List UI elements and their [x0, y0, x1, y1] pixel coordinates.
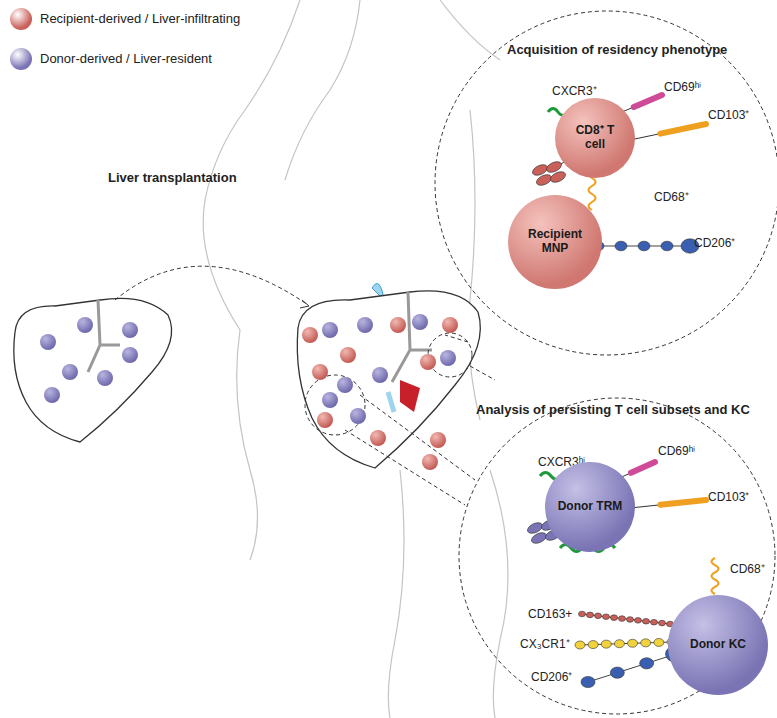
heading: Acquisition of residency phenotype	[507, 42, 727, 58]
arrow-head	[300, 300, 309, 308]
cell-name: Donor TRM	[558, 500, 623, 514]
marker-label: CX₃CR1⁺	[520, 637, 570, 651]
marker-label: CD69ʰⁱ	[664, 80, 701, 94]
heading: Analysis of persisting T cell subsets an…	[476, 402, 750, 418]
marker-label: CD68⁺	[730, 562, 765, 576]
cell-dots	[40, 314, 458, 470]
marker-label: CD68⁺	[654, 190, 689, 204]
cell-circle: Donor TRM	[545, 462, 635, 552]
cell-name: Donor KC	[690, 638, 746, 652]
heading: Liver transplantation	[108, 170, 237, 186]
marker-label: CD206⁺	[531, 670, 572, 684]
marker-label: CD206⁺	[694, 236, 735, 250]
marker-label: CD103⁺	[708, 108, 749, 122]
legend-swatch	[10, 8, 32, 30]
marker-label: CXCR3⁺	[552, 84, 597, 98]
legend-text: Donor-derived / Liver-resident	[40, 51, 212, 66]
marker-label: CD163+	[528, 607, 572, 621]
cell-circle: Donor KC	[668, 595, 768, 695]
receptors	[526, 95, 719, 688]
cell-name: CD8⁺ T cell	[565, 124, 625, 152]
marker-label: CD69ʰⁱ	[658, 444, 695, 458]
transplanted-liver	[297, 284, 480, 468]
cell-circle: CD8⁺ T cell	[555, 98, 635, 178]
cell-name: Recipient MNP	[520, 228, 591, 256]
marker-label: CD103⁺	[708, 490, 749, 504]
cell-circle: Recipient MNP	[508, 195, 602, 289]
legend-text: Recipient-derived / Liver-infiltrating	[40, 11, 240, 26]
body-outline	[203, 0, 508, 718]
donor-liver	[14, 298, 172, 442]
zoom-circles	[305, 11, 777, 714]
transplant-arrow	[115, 266, 308, 305]
legend-swatch	[10, 48, 32, 70]
